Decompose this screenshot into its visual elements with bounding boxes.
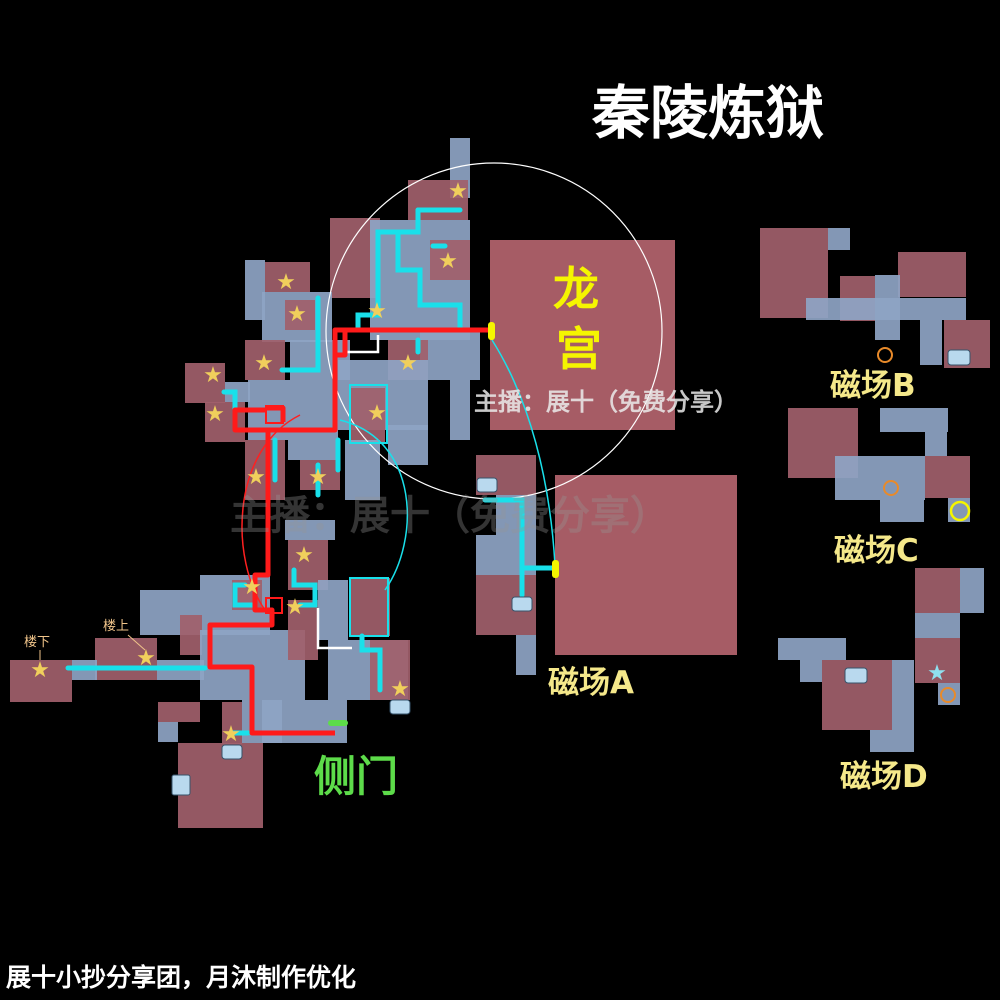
star-icon: ★ — [203, 363, 223, 388]
star-icon: ★ — [285, 595, 305, 620]
upstairs-pointer — [127, 634, 146, 651]
field-rings — [877, 347, 971, 703]
chest-icon — [844, 667, 868, 684]
star-icon: ★ — [246, 465, 266, 490]
magnet-ring-icon — [877, 347, 893, 363]
cyan-connector — [491, 339, 556, 566]
exit-door-icon — [171, 774, 191, 796]
chest-icon — [511, 596, 533, 612]
star-icon: ★ — [398, 351, 418, 376]
chests — [171, 349, 971, 796]
area-a-rooms — [476, 240, 737, 675]
red-marker-room — [265, 597, 283, 614]
field-d-rooms — [778, 568, 984, 752]
star-icon: ★ — [294, 543, 314, 568]
streamer-watermark: 主播：展十（免费分享） — [474, 388, 738, 416]
star-icon: ★ — [287, 302, 307, 327]
highlighted-room — [349, 577, 389, 637]
star-icon: ★ — [448, 179, 468, 204]
magnet-ring-icon — [940, 687, 956, 703]
highlighted-room — [349, 384, 388, 444]
star-icon: ★ — [242, 575, 262, 600]
main-dungeon-rooms — [10, 138, 480, 828]
magnetic-field-b-label: 磁场B — [830, 368, 916, 404]
dragon-palace-label: 宫 — [556, 322, 602, 376]
star-icon: ★ — [367, 401, 387, 426]
map-title: 秦陵炼狱 — [592, 79, 825, 147]
magnet-ring-icon — [949, 500, 971, 522]
footer-credit: 展十小抄分享团，月沐制作优化 — [6, 963, 357, 992]
star-icon: ★ — [390, 677, 410, 702]
side-door-marker — [328, 720, 348, 726]
star-icon: ★ — [367, 299, 387, 324]
dragon-palace-label: 龙 — [553, 262, 599, 316]
star-icon: ★ — [308, 465, 328, 490]
star-icon: ★ — [254, 351, 274, 376]
star-icon: ★ — [136, 646, 156, 671]
star-icon: ★ — [30, 658, 50, 683]
magnetic-field-d-label: 磁场D — [840, 759, 928, 795]
downstairs-label: 楼下 — [24, 635, 51, 650]
cyan-arc — [339, 419, 408, 591]
chest-icon — [476, 477, 498, 493]
cyan-routes — [65, 207, 556, 736]
magnetic-field-a-label: 磁场A — [548, 665, 634, 701]
star-icon: ★ — [276, 270, 296, 295]
star-icon: ★ — [927, 661, 947, 686]
yellow-door-marker — [488, 322, 495, 340]
magnetic-field-c-label: 磁场C — [834, 533, 919, 569]
door-markers — [328, 322, 559, 726]
star-icon: ★ — [205, 402, 225, 427]
star-icon: ★ — [438, 249, 458, 274]
red-marker-room — [265, 405, 284, 424]
chest-icon — [389, 699, 411, 715]
star-icon: ★ — [221, 722, 241, 747]
yellow-door-marker — [552, 560, 559, 578]
upstairs-label: 楼上 — [103, 619, 130, 634]
field-b-rooms — [760, 228, 990, 368]
side-door-label: 侧门 — [314, 752, 399, 801]
white-routes — [316, 335, 380, 650]
chest-icon — [221, 744, 243, 760]
field-c-rooms — [788, 408, 970, 522]
chest-icon — [947, 349, 971, 366]
magnet-ring-icon — [883, 480, 899, 496]
streamer-watermark-faded: 主播：展十（免费分享） — [230, 493, 670, 539]
stars: ★ ★ ★ ★ ★ ★ ★ ★ ★ ★ ★ ★ ★ ★ ★ ★ ★ ★ ★ ★ — [30, 179, 947, 747]
